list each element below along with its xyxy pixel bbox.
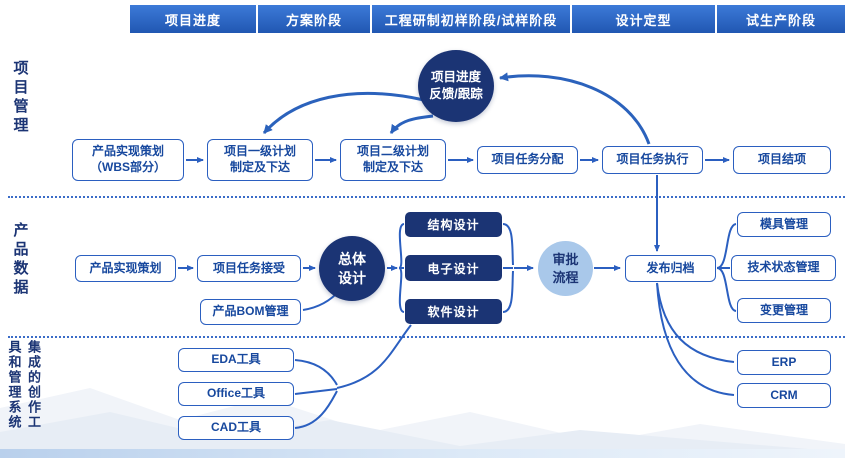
section-label-tools-systems: 集成的创作工 具和管理系统 <box>6 340 42 430</box>
merge-software <box>502 270 514 313</box>
line-cad-junction <box>294 390 338 429</box>
separator-dotted-2 <box>8 336 845 338</box>
branch-to-structure <box>398 223 405 269</box>
line-office-junction <box>294 388 338 395</box>
node-progress-feedback: 项目进度 反馈/跟踪 <box>418 50 494 122</box>
node-release-archive: 发布归档 <box>625 255 716 282</box>
line-release-erp <box>656 282 735 363</box>
node-wbs-planning: 产品实现策划 （WBS部分） <box>72 139 184 181</box>
line-tools-software <box>336 324 412 389</box>
node-project-close: 项目结项 <box>733 146 831 174</box>
node-change-management: 变更管理 <box>737 298 831 323</box>
section-label-product-data: 产品数据 <box>11 222 29 298</box>
phase-tab-project-progress: 项目进度 <box>130 5 256 33</box>
node-approval-process: 审批 流程 <box>538 241 593 296</box>
node-crm: CRM <box>737 383 831 408</box>
node-task-execute: 项目任务执行 <box>602 146 703 174</box>
node-software-design: 软件设计 <box>405 299 502 324</box>
node-bom-management: 产品BOM管理 <box>200 299 301 325</box>
curve-feedback-plan1 <box>262 91 425 134</box>
separator-dotted-1 <box>8 196 845 198</box>
bottom-gradient-bar <box>0 449 845 458</box>
phase-tab-trial-production: 试生产阶段 <box>717 5 845 33</box>
phase-tab-engineering: 工程研制初样阶段/试样阶段 <box>372 5 570 33</box>
line-release-crm <box>656 282 735 396</box>
node-cad-tools: CAD工具 <box>178 416 294 440</box>
merge-structure <box>502 223 514 266</box>
node-level2-plan: 项目二级计划 制定及下达 <box>340 139 446 181</box>
node-electronic-design: 电子设计 <box>405 255 502 281</box>
node-product-planning: 产品实现策划 <box>75 255 176 282</box>
phase-tab-scheme: 方案阶段 <box>258 5 370 33</box>
curve-execute-feedback <box>499 72 651 145</box>
node-office-tools: Office工具 <box>178 382 294 406</box>
node-eda-tools: EDA工具 <box>178 348 294 372</box>
node-tech-state-management: 技术状态管理 <box>731 255 836 281</box>
node-mold-management: 模具管理 <box>737 212 831 237</box>
node-overall-design: 总体 设计 <box>319 236 385 301</box>
node-structure-design: 结构设计 <box>405 212 502 237</box>
node-level1-plan: 项目一级计划 制定及下达 <box>207 139 313 181</box>
node-erp: ERP <box>737 350 831 375</box>
phase-tab-design-finalize: 设计定型 <box>572 5 715 33</box>
curve-feedback-plan2 <box>389 114 434 134</box>
branch-to-software <box>398 267 405 313</box>
section-label-project-management: 项目管理 <box>11 60 29 136</box>
node-task-assign: 项目任务分配 <box>477 146 578 174</box>
line-eda-junction <box>294 359 338 386</box>
node-task-accept: 项目任务接受 <box>197 255 301 282</box>
